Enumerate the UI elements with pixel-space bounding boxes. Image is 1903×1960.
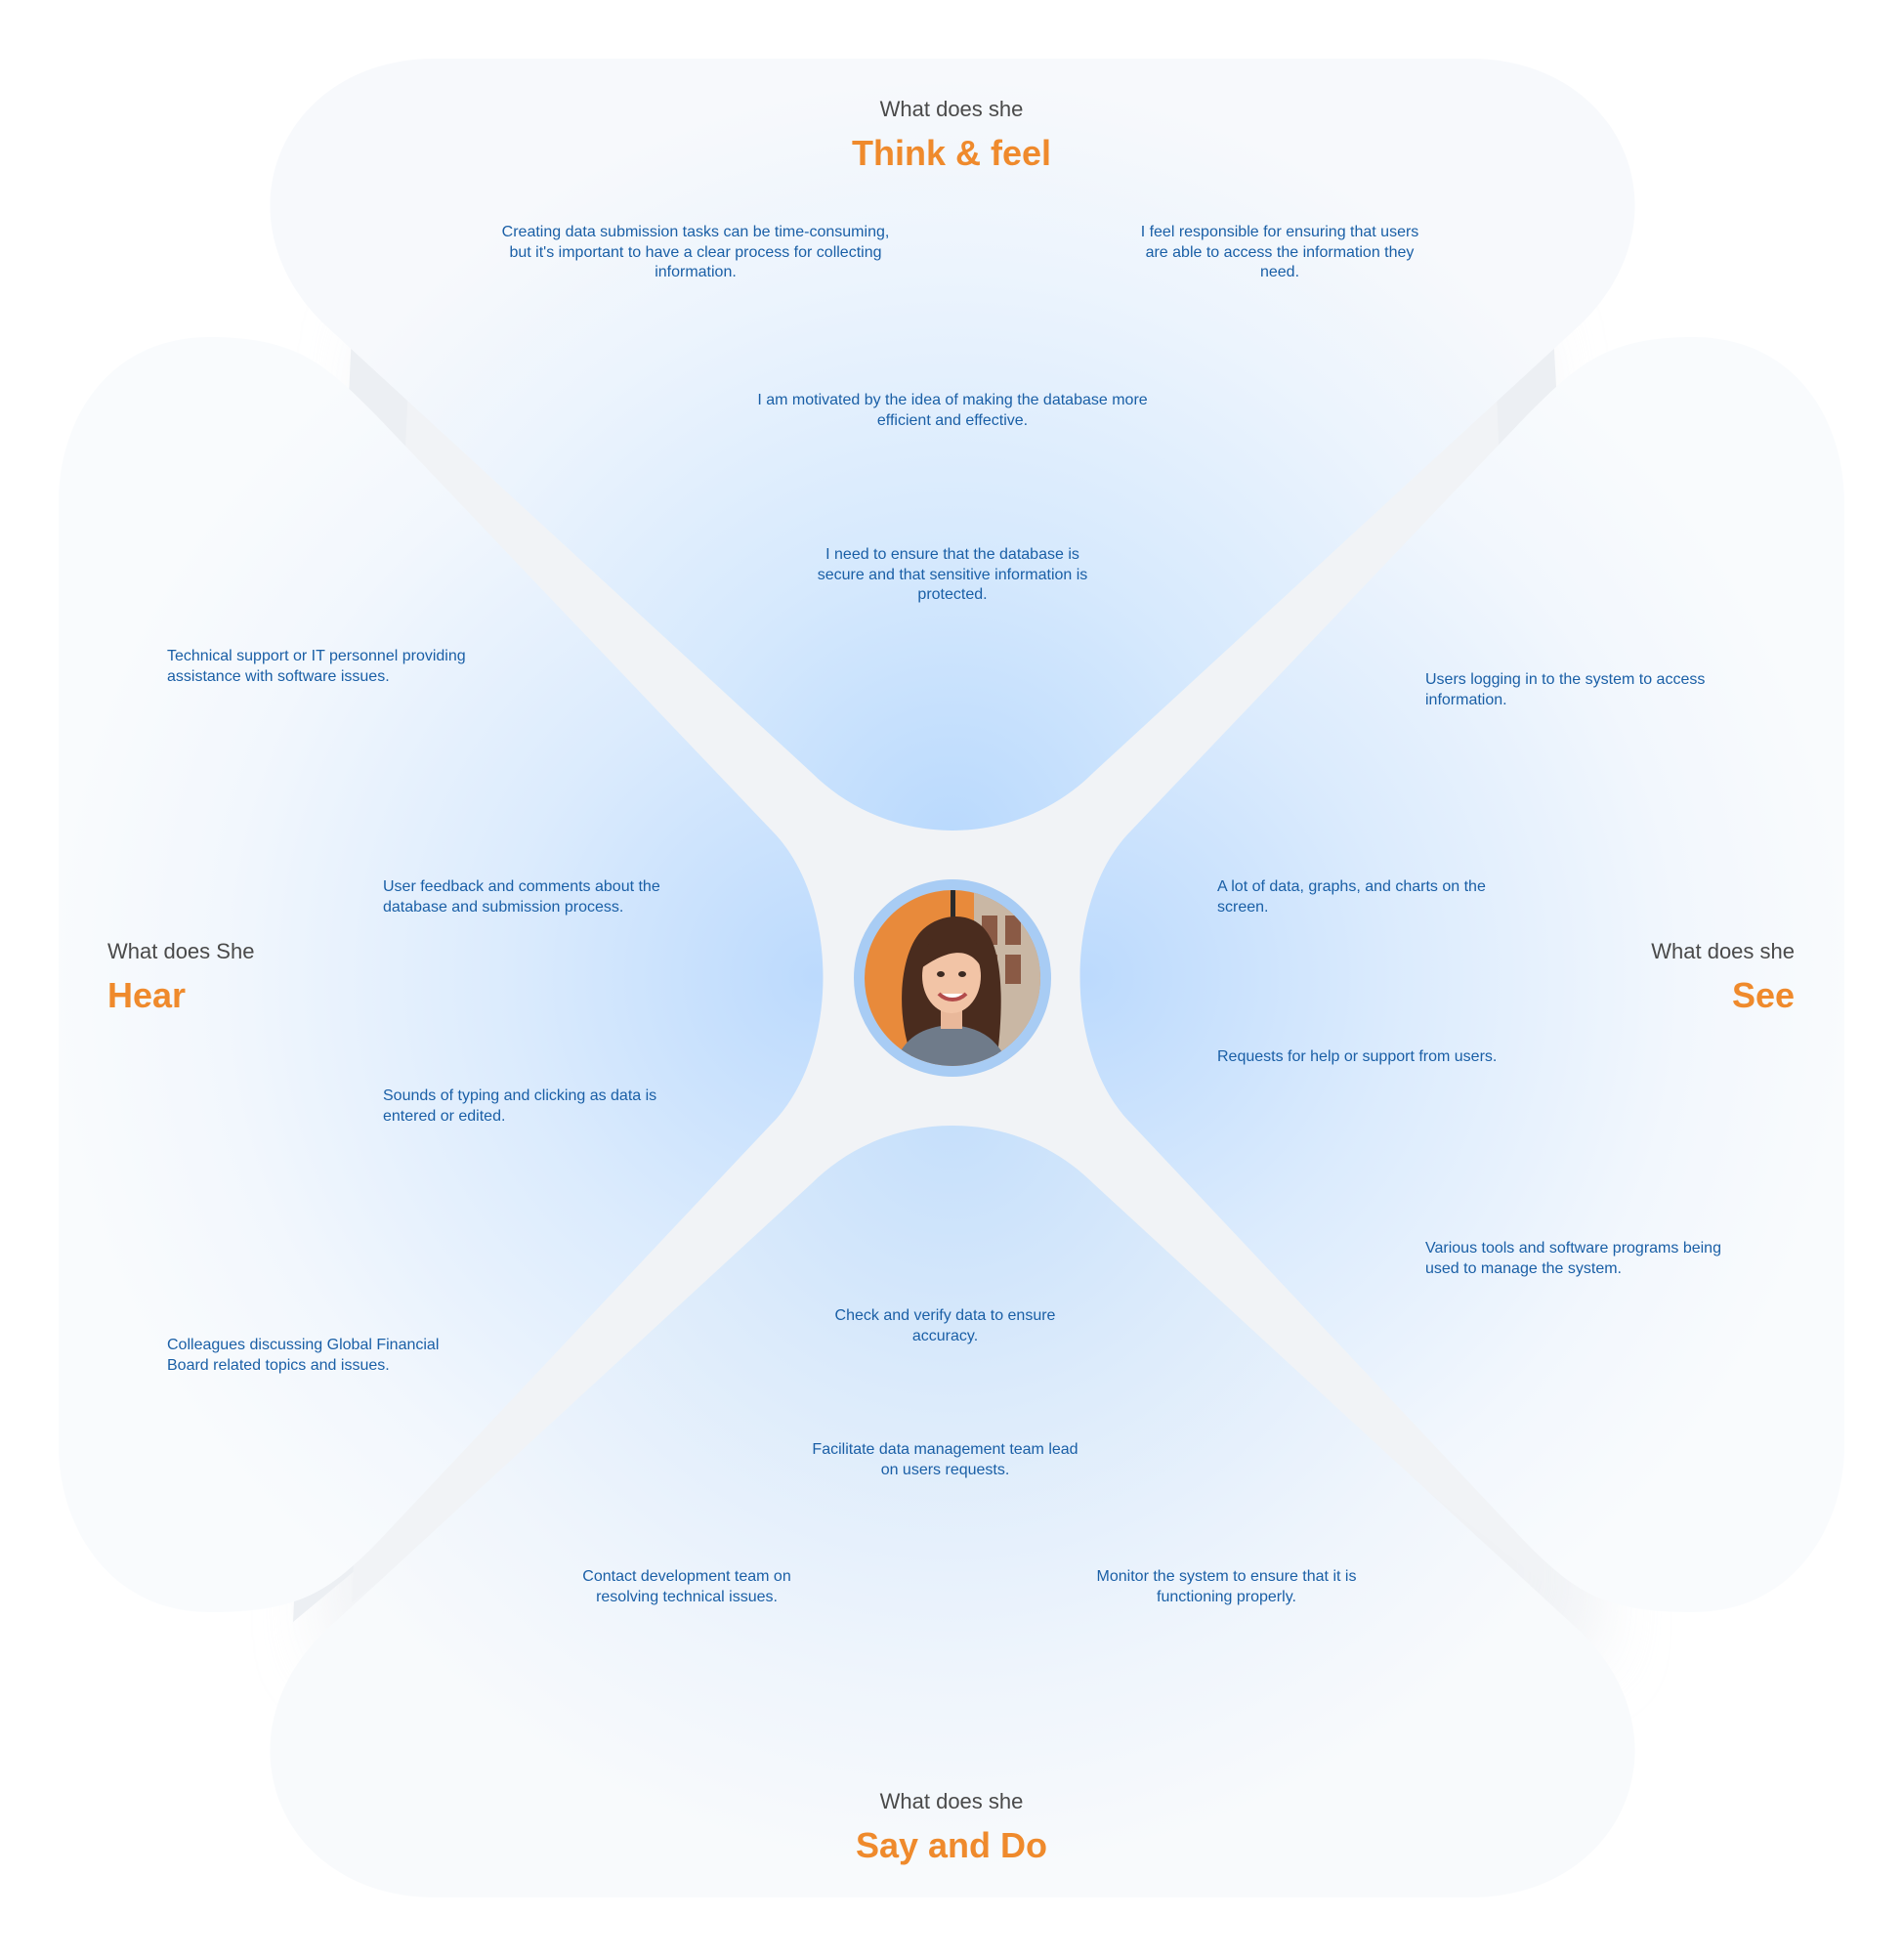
note-see-2: A lot of data, graphs, and charts on the…	[1217, 878, 1486, 916]
petal-think-feel	[270, 59, 1635, 831]
heading-subtitle: What does she	[1651, 939, 1795, 963]
heading-think-feel: What does she Think & feel	[658, 96, 1245, 176]
note-say-do-3: Contact development team on resolving te…	[582, 1568, 791, 1605]
note-see-1: Users logging in to the system to access…	[1425, 671, 1706, 708]
petal-hear	[59, 337, 824, 1612]
note-think-feel-3: I am motivated by the idea of making the…	[757, 392, 1148, 429]
note-see-4: Various tools and software programs bein…	[1425, 1240, 1721, 1277]
heading-subtitle: What does She	[107, 939, 255, 963]
portrait-illustration	[865, 890, 1040, 1066]
petal-say-do	[270, 1126, 1635, 1897]
heading-title: Say and Do	[855, 1825, 1048, 1865]
heading-title: Think & feel	[851, 133, 1052, 173]
heading-title: See	[1731, 975, 1795, 1015]
note-hear-4: Colleagues discussing Global Financial B…	[167, 1337, 440, 1374]
avatar	[854, 879, 1051, 1077]
note-see-3: Requests for help or support from users.	[1217, 1048, 1498, 1065]
heading-hear: What does She Hear	[107, 938, 694, 1018]
note-hear-2: User feedback and comments about the dat…	[383, 878, 660, 916]
note-hear-3: Sounds of typing and clicking as data is…	[383, 1087, 657, 1125]
petal-see	[1079, 337, 1844, 1612]
note-think-feel-2: I feel responsible for ensuring that use…	[1140, 224, 1419, 280]
heading-subtitle: What does she	[879, 97, 1024, 121]
note-say-do-4: Monitor the system to ensure that it is …	[1096, 1568, 1357, 1605]
heading-see: What does she See	[1208, 938, 1795, 1018]
note-say-do-1: Check and verify data to ensure accuracy…	[834, 1307, 1056, 1344]
portrait-photo	[865, 890, 1040, 1066]
note-think-feel-4: I need to ensure that the database is se…	[817, 546, 1088, 603]
note-hear-1: Technical support or IT personnel provid…	[167, 648, 466, 685]
heading-subtitle: What does she	[879, 1789, 1024, 1813]
heading-title: Hear	[107, 975, 187, 1015]
note-think-feel-1: Creating data submission tasks can be ti…	[501, 224, 890, 280]
note-say-do-2: Facilitate data management team lead on …	[812, 1441, 1078, 1478]
heading-say-do: What does she Say and Do	[658, 1788, 1245, 1868]
